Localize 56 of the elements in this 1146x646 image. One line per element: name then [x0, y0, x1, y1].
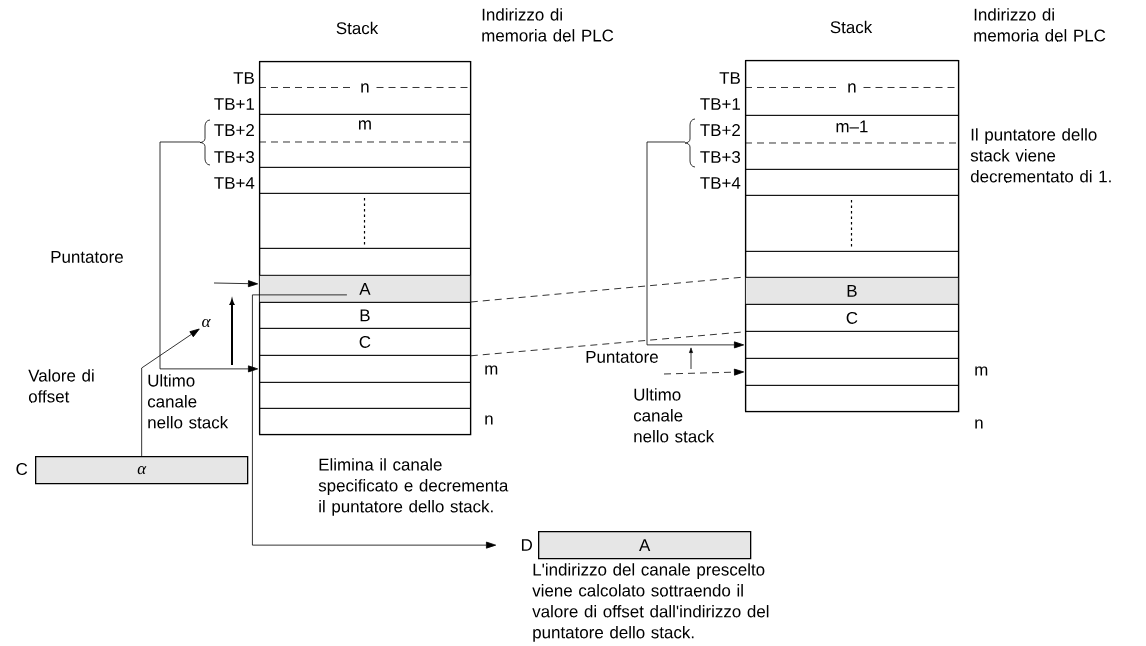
address-label: TB+1	[700, 98, 740, 110]
note-text: Ultimo canale nello stack	[147, 374, 229, 429]
address-label: m	[975, 366, 988, 376]
node-label: Stack	[336, 21, 379, 35]
arrow	[141, 328, 200, 457]
arrow	[252, 294, 497, 549]
note-text: Valore di offset	[28, 369, 94, 403]
stack-cell: B	[259, 302, 471, 329]
stack-cell: m–1	[744, 115, 959, 170]
register-label: D	[521, 539, 532, 551]
stack-cell: n	[744, 60, 959, 116]
arrow	[213, 280, 259, 288]
stack-cell	[745, 169, 959, 196]
caption-text: Indirizzo di memoria del PLC	[974, 8, 1106, 42]
register-box: A	[538, 531, 752, 560]
stack-cell: n	[258, 61, 471, 115]
arrow	[663, 368, 745, 376]
stack-cell	[259, 408, 471, 435]
address-label: n	[485, 415, 493, 425]
stack-cell: m	[258, 114, 471, 168]
note-text: Elimina il canale specificato e decrementa il puntatore dello stack.	[318, 458, 509, 516]
stack-cell: C	[259, 328, 471, 356]
stack-cell	[259, 193, 471, 249]
symbol-label: α	[202, 318, 211, 328]
note-text: Il puntatore dello stack viene decrementato di 1.	[970, 128, 1111, 183]
stack-cell	[745, 331, 959, 359]
address-label: TB	[719, 72, 740, 84]
register-box: α	[35, 456, 249, 485]
stack-cell	[259, 167, 471, 194]
address-label: TB+3	[700, 151, 741, 163]
stack-cell	[259, 355, 471, 383]
address-label: TB+4	[214, 177, 255, 189]
address-label: m	[485, 365, 498, 375]
pointer-label: Puntatore	[586, 351, 658, 363]
address-label: TB+1	[214, 98, 254, 110]
stack-cell: A	[259, 275, 471, 303]
note-text: L'indirizzo del canale prescelto viene calcolato sottraendo il valore di offset dall'indirizzo del puntatore dello stack.	[532, 563, 769, 642]
address-label: TB	[233, 72, 254, 84]
address-label: TB+2	[700, 124, 740, 136]
stack-cell	[745, 358, 959, 386]
note-text: Ultimo canale nello stack	[633, 388, 715, 443]
arrow	[646, 141, 745, 349]
stack-cell: C	[745, 304, 959, 332]
stack-cell	[259, 382, 471, 409]
node-label: Stack	[830, 20, 873, 34]
address-label: n	[975, 419, 983, 429]
caption-text: Indirizzo di memoria del PLC	[482, 8, 614, 42]
address-label: TB+2	[214, 124, 254, 136]
arrow	[159, 141, 259, 373]
stack-cell: B	[745, 277, 959, 305]
address-label: TB+3	[214, 151, 255, 163]
pointer-label: Puntatore	[51, 251, 123, 263]
address-label: TB+4	[700, 177, 741, 189]
stack-cell	[745, 385, 959, 412]
stack-cell	[745, 195, 959, 252]
register-label: C	[16, 463, 28, 475]
